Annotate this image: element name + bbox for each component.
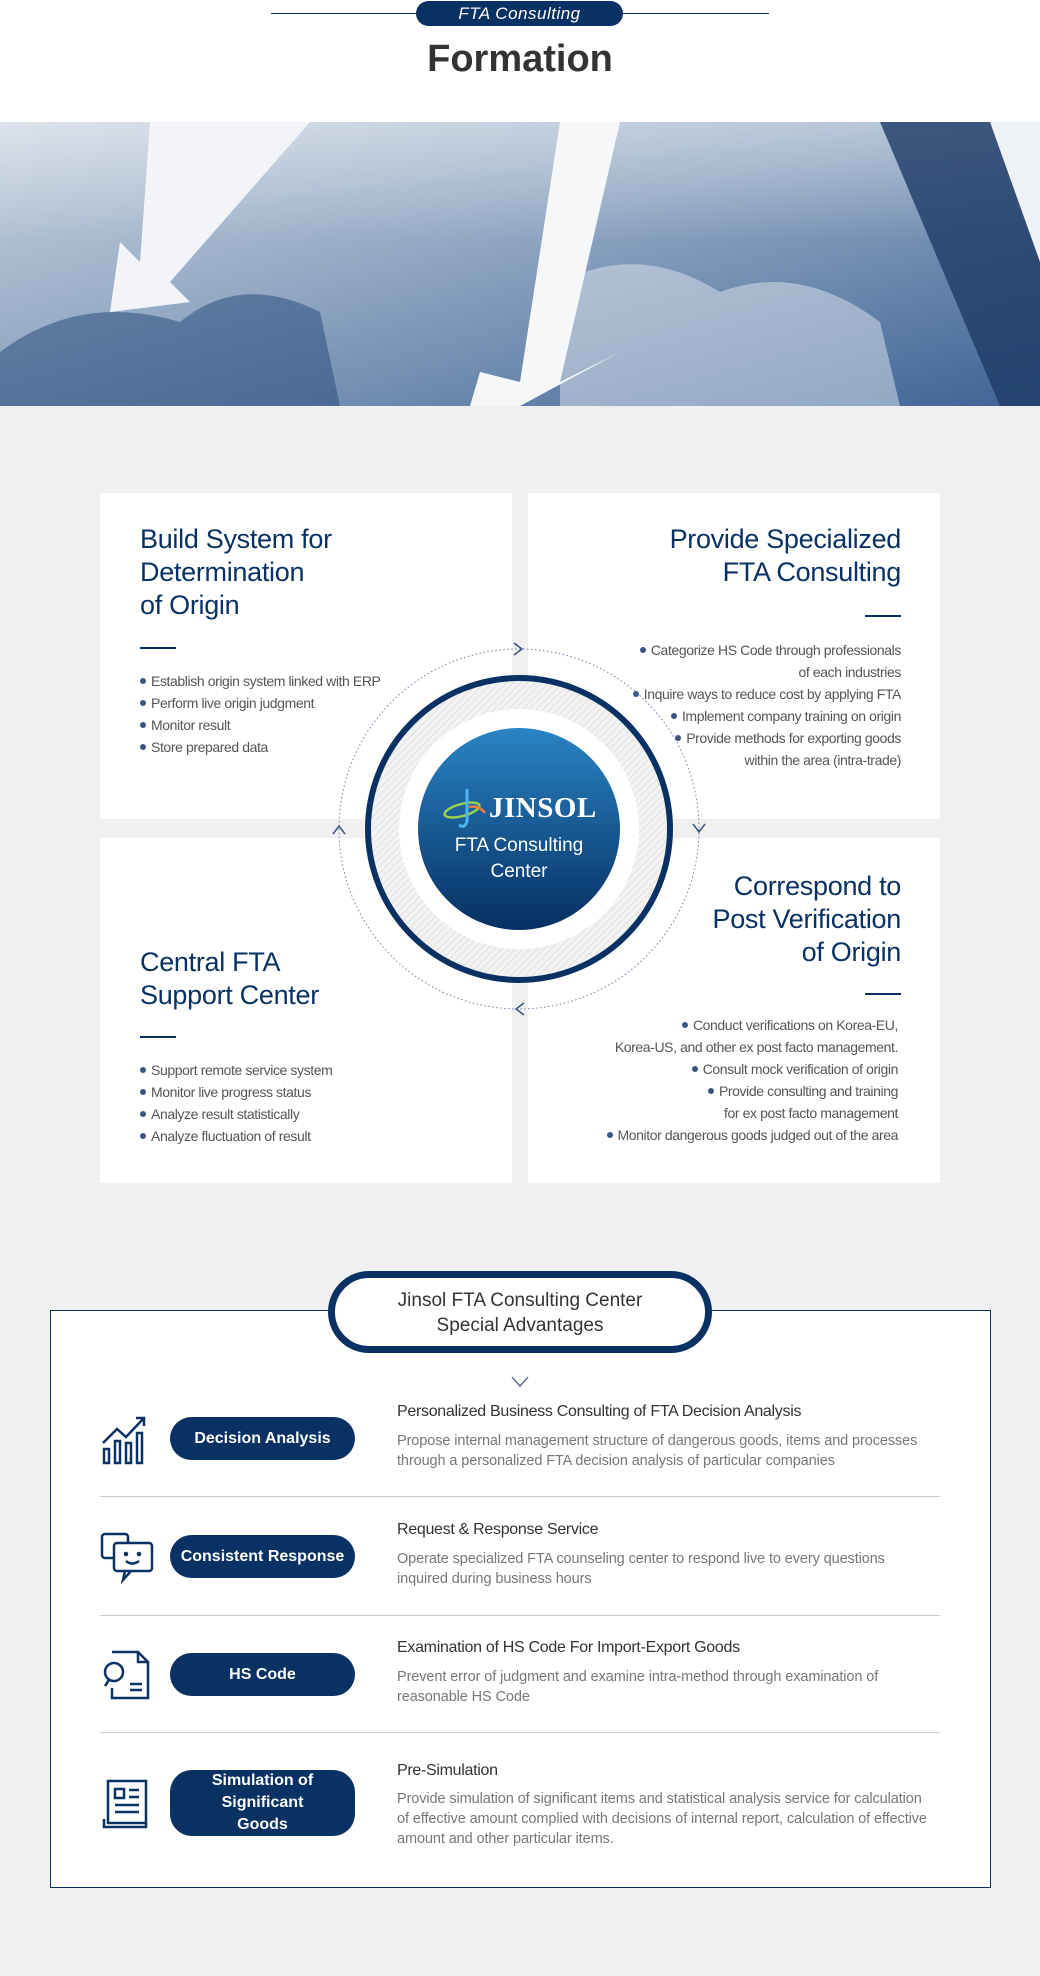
- row-divider: [100, 1615, 940, 1616]
- title-dash: [865, 993, 901, 995]
- report-icon: [102, 1779, 148, 1829]
- list-item-cont: of each industries: [798, 664, 901, 680]
- list-item: Consult mock verification of origin: [607, 1058, 899, 1080]
- list-item: Monitor result: [140, 714, 381, 736]
- card-list: Categorize HS Code through professionals…: [633, 639, 902, 771]
- advantage-row: Consistent Response Request & Response S…: [100, 1518, 940, 1598]
- advantage-row: HS Code Examination of HS Code For Impor…: [100, 1636, 940, 1716]
- advantage-description: Provide simulation of significant items …: [397, 1791, 927, 1847]
- list-item: Conduct verifications on Korea-EU,: [607, 1014, 898, 1036]
- arrow-up-icon: [332, 824, 346, 835]
- advantage-description: Prevent error of judgment and examine in…: [397, 1669, 879, 1705]
- list-item: Categorize HS Code through professionals: [633, 639, 902, 661]
- jinsol-logo-mark-icon: [443, 789, 486, 828]
- advantage-row: Simulation of Significant Goods Pre-Simu…: [100, 1758, 940, 1858]
- hero-banner-image: [0, 122, 1040, 406]
- list-item: Establish origin system linked with ERP: [140, 670, 381, 692]
- list-item: Provide methods for exporting goods: [633, 727, 901, 749]
- arrow-down-icon: [692, 823, 706, 834]
- document-search-icon: [103, 1650, 150, 1700]
- list-item: Store prepared data: [140, 736, 381, 758]
- advantage-description: Propose internal management structure of…: [397, 1433, 918, 1469]
- list-item-cont: within the area (intra-trade): [744, 752, 902, 768]
- simulation-significant-goods-button[interactable]: Simulation of Significant Goods: [170, 1770, 355, 1836]
- card-list: Establish origin system linked with ERP …: [140, 670, 381, 758]
- title-dash: [140, 647, 176, 649]
- center-logo-text: JINSOL: [489, 792, 597, 824]
- card-list: Support remote service system Monitor li…: [140, 1059, 333, 1147]
- list-item: Provide consulting and training: [607, 1080, 898, 1102]
- chevron-down-icon: [511, 1376, 529, 1387]
- list-item-cont: for ex post facto management: [723, 1105, 898, 1121]
- advantage-title: Pre-Simulation: [397, 1762, 498, 1779]
- list-item: Monitor live progress status: [140, 1081, 332, 1103]
- list-item: Inquire ways to reduce cost by applying …: [633, 683, 902, 705]
- arrow-right-icon: [513, 642, 524, 656]
- list-item: Analyze result statistically: [140, 1103, 332, 1125]
- consistent-response-button[interactable]: Consistent Response: [170, 1535, 355, 1578]
- advantage-title: Examination of HS Code For Import-Export…: [397, 1639, 740, 1656]
- list-item-cont: Korea-US, and other ex post facto manage…: [614, 1039, 899, 1055]
- title-dash: [865, 615, 901, 617]
- page-title: Formation: [427, 38, 613, 80]
- advantage-row: Decision Analysis Personalized Business …: [100, 1400, 940, 1480]
- arrow-left-icon: [514, 1002, 525, 1016]
- list-item: Analyze fluctuation of result: [140, 1125, 332, 1147]
- center-core: [418, 728, 620, 930]
- card-list: Conduct verifications on Korea-EU, Korea…: [607, 1014, 899, 1146]
- header: FTA Consulting Formation: [0, 0, 1040, 122]
- list-item: Monitor dangerous goods judged out of th…: [607, 1124, 899, 1146]
- eyebrow-badge: FTA Consulting: [416, 1, 623, 26]
- title-dash: [140, 1036, 176, 1038]
- list-item: Support remote service system: [140, 1059, 333, 1081]
- chart-growth-icon: [102, 1416, 146, 1465]
- advantage-description: Operate specialized FTA counseling cente…: [397, 1551, 885, 1587]
- hs-code-button[interactable]: HS Code: [170, 1653, 355, 1696]
- list-item: Implement company training on origin: [633, 705, 901, 727]
- chat-smile-icon: [100, 1532, 154, 1584]
- list-item: Perform live origin judgment: [140, 692, 381, 714]
- row-divider: [100, 1496, 940, 1497]
- row-divider: [100, 1732, 940, 1733]
- dotted-cycle-ring: [338, 648, 700, 1010]
- decision-analysis-button[interactable]: Decision Analysis: [170, 1417, 355, 1460]
- advantage-title: Request & Response Service: [397, 1521, 599, 1538]
- advantage-title: Personalized Business Consulting of FTA …: [397, 1403, 802, 1420]
